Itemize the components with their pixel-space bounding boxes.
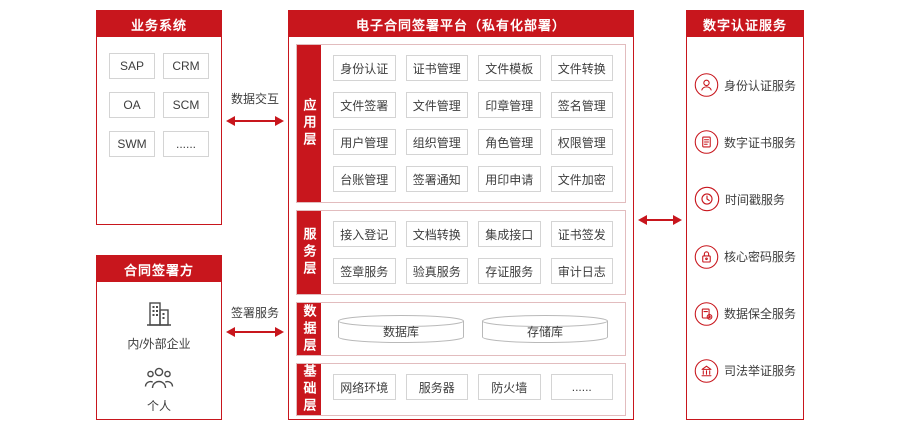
system-chip: SWM (109, 131, 155, 157)
app-module-chip: 角色管理 (478, 129, 541, 155)
service-chip: 集成接口 (478, 221, 541, 247)
cylinder-shape (482, 315, 608, 343)
cert-service-item: 数字证书服务 (694, 129, 796, 155)
app-module-chip: 权限管理 (550, 129, 613, 155)
business-systems-panel: 业务系统 SAP CRM OA SCM SWM ...... (96, 10, 222, 225)
system-chip: CRM (163, 53, 209, 79)
cylinder-shape (338, 315, 464, 343)
service-layer: 服务层 接入登记 文档转换 集成接口 证书签发 签章服务 验真服务 存证服务 审… (296, 210, 626, 295)
storage-label: 存储库 (526, 325, 563, 339)
app-module-chip: 身份认证 (333, 55, 396, 81)
app-module-chip: 文件转换 (550, 55, 613, 81)
cert-service-item: 核心密码服务 (694, 244, 796, 270)
identity-icon (694, 73, 719, 97)
infra-chip: 服务器 (405, 374, 468, 400)
app-module-chip: 用户管理 (333, 129, 396, 155)
app-module-chip: 组织管理 (405, 129, 468, 155)
data-protection-icon (694, 301, 719, 326)
judicial-icon (694, 359, 719, 383)
application-layer-label: 应用层 (297, 45, 321, 202)
certificate-icon (694, 130, 719, 155)
base-layer: 基础层 网络环境 服务器 防火墙 ...... (296, 363, 626, 416)
service-chip: 接入登记 (333, 221, 396, 247)
system-chip: SAP (109, 53, 155, 79)
cert-service-item: 司法举证服务 (694, 358, 796, 384)
app-module-chip: 印章管理 (478, 92, 541, 118)
platform-cert-arrow (638, 215, 682, 225)
database-cylinder: 数据库 (337, 314, 465, 344)
service-chip: 证书签发 (550, 221, 613, 247)
app-module-chip: 用印申请 (478, 166, 541, 192)
service-chip: 验真服务 (405, 258, 468, 284)
lock-icon (694, 244, 719, 269)
service-chip: 文档转换 (405, 221, 468, 247)
platform-panel: 电子合同签署平台（私有化部署） 应用层 身份认证 证书管理 文件模板 文件转换 … (288, 10, 634, 420)
storage-cylinder: 存储库 (481, 314, 609, 344)
app-module-chip: 证书管理 (405, 55, 468, 81)
service-modules: 接入登记 文档转换 集成接口 证书签发 签章服务 验真服务 存证服务 审计日志 (321, 211, 625, 294)
cert-services-panel: 数字认证服务 身份认证服务 (686, 10, 804, 420)
signing-parties-list: 内/外部企业 个人 (97, 282, 221, 414)
cert-service-label: 司法举证服务 (723, 364, 796, 379)
signing-parties-title: 合同签署方 (97, 256, 221, 282)
data-stores: 数据库 存储库 (321, 303, 625, 355)
data-exchange-arrow (226, 116, 284, 126)
base-layer-label: 基础层 (297, 364, 321, 415)
enterprise-label: 内/外部企业 (127, 337, 191, 351)
business-systems-list: SAP CRM OA SCM SWM ...... (97, 37, 221, 173)
service-layer-label: 服务层 (297, 211, 321, 294)
cert-service-item: 时间戳服务 (694, 186, 796, 212)
base-modules: 网络环境 服务器 防火墙 ...... (321, 364, 625, 415)
platform-layers: 应用层 身份认证 证书管理 文件模板 文件转换 文件签署 文件管理 印章管理 签… (289, 37, 633, 423)
service-chip: 审计日志 (550, 258, 613, 284)
cert-service-label: 数据保全服务 (723, 307, 796, 322)
database-label: 数据库 (382, 325, 419, 339)
building-icon (147, 302, 171, 326)
people-icon (144, 367, 174, 389)
platform-title: 电子合同签署平台（私有化部署） (289, 11, 633, 37)
service-chip: 存证服务 (478, 258, 541, 284)
signing-service-arrow (226, 327, 284, 337)
system-chip: OA (109, 92, 155, 118)
cert-service-item: 数据保全服务 (694, 301, 796, 327)
infra-chip: ...... (550, 374, 613, 400)
infra-chip: 防火墙 (478, 374, 541, 400)
system-chip: SCM (163, 92, 209, 118)
cert-services-list: 身份认证服务 数字证书服务 (687, 37, 803, 419)
cert-service-label: 数字证书服务 (723, 135, 796, 150)
service-chip: 签章服务 (333, 258, 396, 284)
cert-service-label: 身份认证服务 (723, 78, 796, 93)
enterprise-party: 内/外部企业 (127, 298, 191, 352)
app-module-chip: 文件管理 (405, 92, 468, 118)
cert-service-item: 身份认证服务 (694, 72, 796, 98)
app-module-chip: 文件加密 (550, 166, 613, 192)
data-exchange-label: 数据交互 (230, 92, 279, 106)
application-modules: 身份认证 证书管理 文件模板 文件转换 文件签署 文件管理 印章管理 签名管理 … (321, 45, 625, 202)
timestamp-icon (694, 187, 720, 212)
cert-service-label: 时间戳服务 (725, 192, 786, 207)
app-module-chip: 签署通知 (405, 166, 468, 192)
app-module-chip: 文件签署 (333, 92, 396, 118)
app-module-chip: 签名管理 (550, 92, 613, 118)
personal-party: 个人 (143, 364, 175, 414)
data-layer-label: 数据层 (297, 303, 321, 355)
app-module-chip: 文件模板 (478, 55, 541, 81)
signing-service-label: 签署服务 (230, 306, 279, 320)
business-systems-title: 业务系统 (97, 11, 221, 37)
signing-parties-panel: 合同签署方 内/外部企业 (96, 255, 222, 420)
cert-services-title: 数字认证服务 (687, 11, 803, 37)
cert-service-label: 核心密码服务 (723, 250, 796, 265)
application-layer: 应用层 身份认证 证书管理 文件模板 文件转换 文件签署 文件管理 印章管理 签… (296, 44, 626, 203)
infra-chip: 网络环境 (333, 374, 396, 400)
data-layer: 数据层 数据库 存储库 (296, 302, 626, 356)
app-module-chip: 台账管理 (333, 166, 396, 192)
personal-label: 个人 (146, 399, 171, 413)
system-chip: ...... (163, 131, 209, 157)
